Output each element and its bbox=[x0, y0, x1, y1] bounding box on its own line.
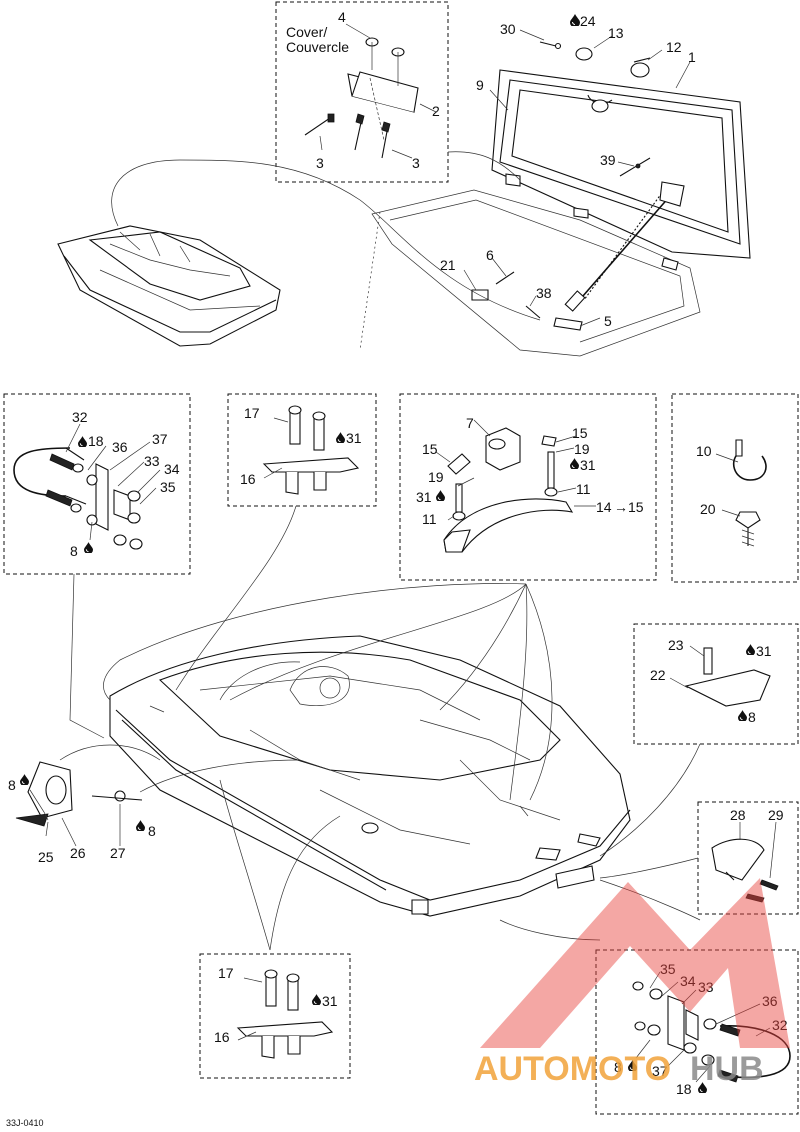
callout-14-arrow: →15 bbox=[614, 499, 644, 515]
callout-23: 23 bbox=[668, 637, 684, 653]
callout-37a: 37 bbox=[152, 431, 168, 447]
callout-8e: 8 bbox=[614, 1059, 622, 1075]
callout-36b: 36 bbox=[762, 993, 778, 1009]
cover-hardware-detail: Cover/ Couvercle 4 2 3 3 bbox=[275, 1, 449, 183]
callout-32a: 32 bbox=[72, 409, 88, 425]
callout-31b: 31 bbox=[580, 457, 596, 473]
step-pad-detail: 23 31 22 8 bbox=[633, 623, 799, 745]
ski-tow-detail-right: 35 34 33 36 32 8 37 18 bbox=[595, 949, 799, 1115]
callout-18a: 18 bbox=[88, 433, 104, 449]
figure-id: 33J-0410 bbox=[6, 1118, 44, 1128]
callout-8a: 8 bbox=[70, 543, 78, 559]
watermark-text-gray: HUB bbox=[690, 1050, 764, 1088]
callout-30: 30 bbox=[500, 21, 516, 37]
cleat-detail-bottom: 17 31 16 bbox=[199, 953, 351, 1079]
callout-15b: 15 bbox=[572, 425, 588, 441]
callout-38: 38 bbox=[536, 285, 552, 301]
callout-2: 2 bbox=[432, 103, 440, 119]
automotohub-watermark: AUTOMOTO HUB bbox=[474, 878, 790, 1088]
grab-handle-detail: 7 15 15 19 31 19 31 11 11 14 →15 bbox=[399, 393, 657, 581]
callout-36a: 36 bbox=[112, 439, 128, 455]
callout-14: 14 bbox=[596, 499, 612, 515]
callout-13: 13 bbox=[608, 25, 624, 41]
callout-27: 27 bbox=[110, 845, 126, 861]
drain-plug-detail: 8 25 26 27 8 bbox=[8, 761, 156, 865]
callout-34b: 34 bbox=[680, 973, 696, 989]
hose-clamp-detail: 10 20 bbox=[671, 393, 799, 583]
callout-31a: 31 bbox=[346, 430, 362, 446]
callout-35a: 35 bbox=[160, 479, 176, 495]
callout-28: 28 bbox=[730, 807, 746, 823]
cover-label-line1: Cover/ bbox=[286, 24, 327, 40]
callout-8d: 8 bbox=[148, 823, 156, 839]
boat-overview-small bbox=[57, 151, 541, 347]
storage-cover-assembly: 1 12 13 24 30 9 39 5 6 21 38 bbox=[359, 13, 751, 357]
callout-3a: 3 bbox=[316, 155, 324, 171]
callout-17a: 17 bbox=[244, 405, 260, 421]
reference-leaders bbox=[59, 505, 701, 951]
callout-15a: 15 bbox=[422, 441, 438, 457]
callout-8b: 8 bbox=[748, 709, 756, 725]
callout-31e: 31 bbox=[322, 993, 338, 1009]
callout-20: 20 bbox=[700, 501, 716, 517]
callout-11a: 11 bbox=[576, 481, 591, 497]
callout-26: 26 bbox=[70, 845, 86, 861]
callout-19b: 19 bbox=[428, 469, 444, 485]
callout-37b: 37 bbox=[652, 1063, 668, 1079]
callout-21: 21 bbox=[440, 257, 456, 273]
ski-tow-detail-left: 32 18 36 37 33 34 35 8 bbox=[3, 393, 191, 575]
callout-7: 7 bbox=[466, 415, 474, 431]
cleat-detail-top: 17 31 16 bbox=[227, 393, 377, 507]
callout-5: 5 bbox=[604, 313, 612, 329]
callout-1: 1 bbox=[688, 49, 696, 65]
callout-4: 4 bbox=[338, 9, 346, 25]
callout-33b: 33 bbox=[698, 979, 714, 995]
watermark-logo-mark bbox=[480, 878, 790, 1048]
callout-18b: 18 bbox=[676, 1081, 692, 1097]
callout-33a: 33 bbox=[144, 453, 160, 469]
callout-31d: 31 bbox=[756, 643, 772, 659]
callout-6: 6 bbox=[486, 247, 494, 263]
callout-9: 9 bbox=[476, 77, 484, 93]
callout-25: 25 bbox=[38, 849, 54, 865]
callout-3b: 3 bbox=[412, 155, 420, 171]
boat-hull-main bbox=[109, 635, 631, 917]
callout-11b: 11 bbox=[422, 511, 437, 527]
callout-10: 10 bbox=[696, 443, 712, 459]
callout-32b: 32 bbox=[772, 1017, 788, 1033]
watermark-text-orange: AUTOMOTO bbox=[474, 1050, 671, 1088]
callout-16a: 16 bbox=[240, 471, 256, 487]
callout-39: 39 bbox=[600, 152, 616, 168]
cover-label-line2: Couvercle bbox=[286, 39, 349, 55]
callout-31c: 31 bbox=[416, 489, 432, 505]
callout-16b: 16 bbox=[214, 1029, 230, 1045]
callout-24: 24 bbox=[580, 13, 596, 29]
callout-22: 22 bbox=[650, 667, 666, 683]
callout-17b: 17 bbox=[218, 965, 234, 981]
callout-29: 29 bbox=[768, 807, 784, 823]
callout-19a: 19 bbox=[574, 441, 590, 457]
callout-35b: 35 bbox=[660, 961, 676, 977]
callout-34a: 34 bbox=[164, 461, 180, 477]
callout-8c: 8 bbox=[8, 777, 16, 793]
callout-12: 12 bbox=[666, 39, 682, 55]
